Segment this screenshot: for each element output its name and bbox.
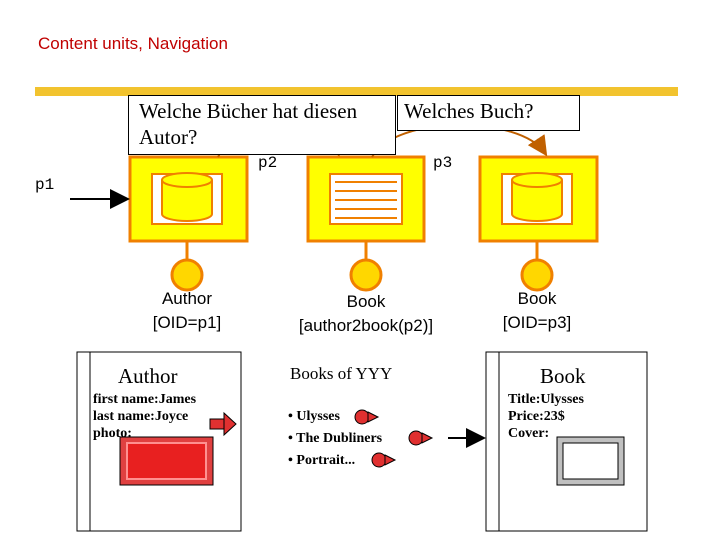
- portrait-link-icon: [371, 452, 397, 468]
- page-title: Content units, Navigation: [38, 34, 228, 53]
- accent-bar: [35, 87, 678, 96]
- author-photo-label: photo:: [93, 426, 132, 441]
- pointer-label-p3: p3: [433, 154, 453, 172]
- dubliners-link-icon: [408, 430, 434, 446]
- question-which-book: Welches Buch?: [397, 95, 580, 131]
- list-item-ulysses[interactable]: • Ulysses: [288, 409, 340, 424]
- question-author-books: Welche Bücher hat diesen Autor?: [128, 95, 396, 155]
- list-item-dubliners[interactable]: • The Dubliners: [288, 431, 383, 446]
- book-index-unit-caption: Book [author2book(p2)]: [298, 292, 434, 335]
- pointer-label-p1: p1: [35, 176, 55, 194]
- author-page-fields: first name:James last name:Joyce photo:: [93, 391, 196, 442]
- author-first-name: first name:James: [93, 392, 197, 407]
- book-data-unit: [478, 155, 599, 292]
- book-price-field: Price:23$: [508, 409, 565, 424]
- book-title-field: Title:Ulysses: [508, 392, 584, 407]
- book-page-title: Book: [540, 364, 586, 388]
- book-unit-caption: Book [OID=p3]: [502, 289, 572, 332]
- ulysses-link-icon: [354, 409, 380, 425]
- author-data-unit: [128, 155, 249, 292]
- books-list: • Ulysses • The Dubliners • Portrait...: [288, 406, 382, 472]
- book-page-fields: Title:Ulysses Price:23$ Cover:: [508, 391, 584, 442]
- book-cover-label: Cover:: [508, 426, 550, 441]
- author-unit-caption: Author [OID=p1]: [152, 289, 222, 332]
- cover-image: [556, 436, 625, 486]
- photo-image: [119, 436, 214, 486]
- author-page-title: Author: [118, 364, 178, 388]
- list-item-portrait[interactable]: • Portrait...: [288, 453, 356, 468]
- books-page-title: Books of YYY: [290, 364, 393, 383]
- author-link-arrow: [209, 411, 237, 437]
- book-index-unit: [306, 155, 426, 292]
- author-last-name: last name:Joyce: [93, 409, 189, 424]
- pointer-label-p2: p2: [258, 154, 278, 172]
